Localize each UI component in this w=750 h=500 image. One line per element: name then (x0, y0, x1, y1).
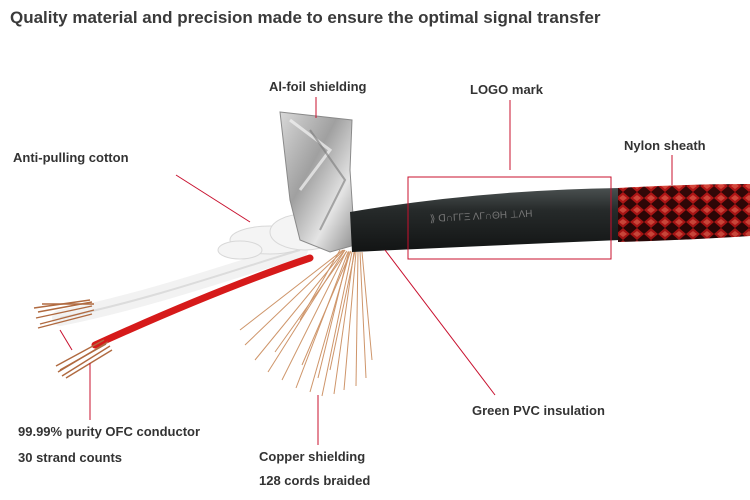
callout-green-pvc (384, 249, 496, 396)
label-anti-pulling: Anti-pulling cotton (13, 150, 129, 165)
ofc-conductor-top (33, 299, 95, 329)
label-logo-mark: LOGO mark (470, 82, 543, 97)
al-foil-shielding (279, 111, 356, 253)
callout-lines (59, 97, 673, 445)
label-ofc-line2: 30 strand counts (18, 450, 123, 465)
label-al-foil: Al-foil shielding (269, 79, 367, 94)
jacket-print: ⟫ ᗡ∩ΓΓΞ ΛΓ∩ΘΗ ⊥ΛΗ (430, 209, 533, 225)
red-wire (91, 254, 314, 349)
label-copper-line1: Copper shielding (259, 449, 366, 464)
label-copper-line2: 128 cords braided (259, 473, 371, 488)
ofc-conductor-bottom (55, 339, 113, 379)
copper-shielding (239, 249, 373, 397)
label-nylon-sheath: Nylon sheath (624, 138, 706, 153)
pvc-jacket (350, 188, 620, 252)
callout-logo-box (407, 176, 612, 260)
callout-anti-pulling (175, 174, 251, 223)
page-title: Quality material and precision made to e… (10, 8, 601, 27)
label-green-pvc: Green PVC insulation (472, 403, 605, 418)
label-ofc-line1: 99.99% purity OFC conductor (18, 424, 201, 439)
callout-ofc-branch (59, 329, 73, 351)
